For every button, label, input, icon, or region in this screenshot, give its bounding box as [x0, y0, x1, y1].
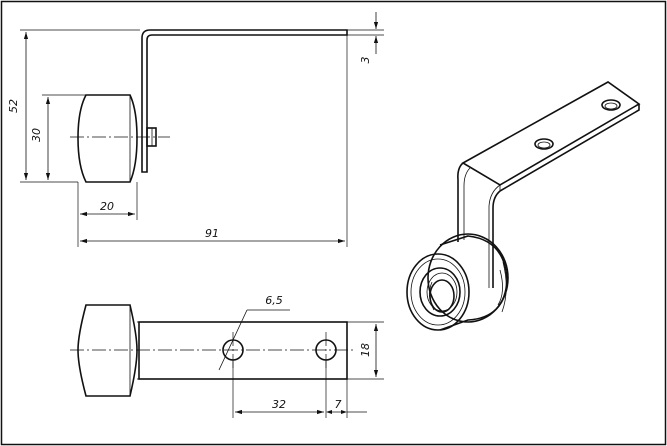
dim-hole-spacing: 32 7: [232, 360, 367, 418]
front-view: [70, 29, 348, 183]
dim-52-label: 52: [7, 99, 20, 113]
dim-length-total: 91: [80, 35, 348, 247]
dim-roller-width: 20: [77, 182, 138, 247]
iso-hole-2: [601, 99, 621, 111]
top-view: [70, 304, 355, 397]
dim-strip-width: 18: [347, 321, 384, 380]
top-strip: [138, 321, 348, 380]
dim-30-label: 30: [30, 128, 43, 142]
dim-18-label: 18: [359, 343, 372, 357]
dim-91-label: 91: [205, 227, 219, 240]
iso-roller-face: [406, 253, 470, 331]
dim-20-label: 20: [100, 200, 114, 213]
iso-roller-bore: [429, 279, 455, 313]
iso-hole-1: [534, 138, 554, 150]
dim-height-total: 52: [7, 29, 140, 183]
dim-32-label: 32: [272, 398, 286, 411]
iso-plate: [461, 81, 641, 186]
dim-7-label: 7: [335, 398, 342, 411]
front-bracket-outline: [141, 29, 348, 173]
iso-roller-back: [427, 233, 509, 323]
dim-3-label: 3: [359, 57, 372, 64]
dim-height-roller: 30: [30, 94, 86, 180]
dim-hole-diameter: 6,5: [218, 294, 290, 371]
dim-6-5-label: 6,5: [265, 294, 283, 307]
isometric-view: [406, 81, 641, 331]
top-roller: [77, 304, 138, 397]
dim-thickness: 3: [347, 12, 384, 64]
front-roller: [77, 94, 138, 183]
